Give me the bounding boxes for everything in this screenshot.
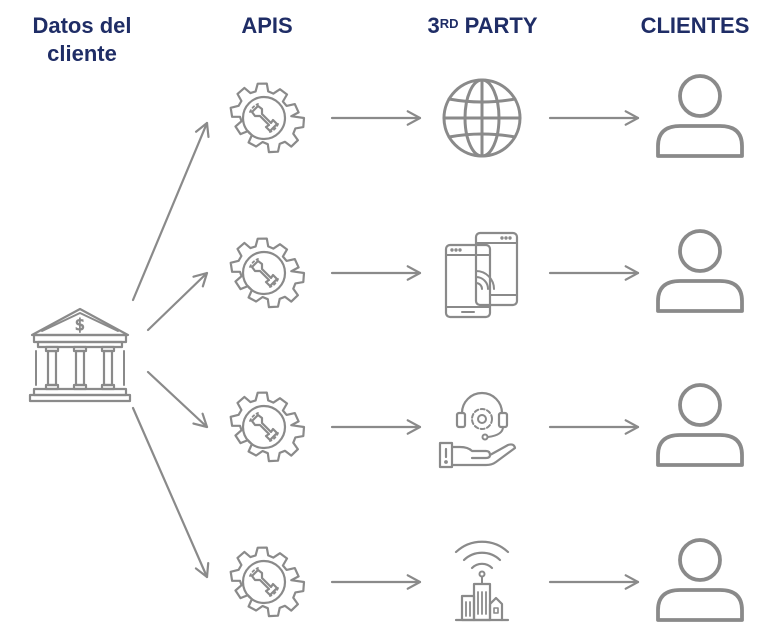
user-icon [656, 74, 744, 158]
user-icon [656, 229, 744, 313]
mobile-devices-icon [444, 231, 519, 319]
arrow-third-party-to-client-1 [548, 110, 640, 126]
header-apis: APIS [241, 13, 293, 38]
header-third-party: 3RD PARTY [395, 12, 570, 40]
arrow-third-party-to-client-3 [548, 419, 640, 435]
user-icon [656, 383, 744, 467]
header-source-line1: Datos del [32, 13, 132, 38]
arrow-api-to-third-party-1 [330, 110, 422, 126]
arrow-api-to-third-party-3 [330, 419, 422, 435]
connector-layer [131, 110, 640, 590]
globe-icon [442, 78, 522, 158]
arrow-source-to-api-4 [131, 406, 210, 579]
gear-wrench-icon [229, 82, 306, 154]
arrow-source-to-api-2 [146, 271, 209, 332]
arrow-api-to-third-party-4 [330, 574, 422, 590]
support-hand-icon [438, 391, 517, 469]
gear-wrench-icon [229, 546, 306, 618]
gear-wrench-icon [229, 391, 306, 463]
header-third-party-number: 3 [427, 13, 440, 38]
arrow-source-to-api-1 [131, 121, 210, 302]
user-icon [656, 538, 744, 622]
header-source: Datos del cliente [8, 12, 156, 68]
header-clients: CLIENTES [640, 13, 750, 38]
arrow-third-party-to-client-4 [548, 574, 640, 590]
arrow-api-to-third-party-2 [330, 265, 422, 281]
arrow-source-to-api-3 [146, 370, 209, 429]
gear-wrench-icon [229, 237, 306, 309]
node-layer [28, 74, 744, 622]
header-source-line2: cliente [47, 41, 117, 66]
arrow-third-party-to-client-2 [548, 265, 640, 281]
smart-city-wifi-icon [454, 540, 510, 622]
header-third-party-superscript: RD [439, 16, 459, 31]
bank-icon [28, 307, 132, 403]
header-third-party-word: PARTY [464, 13, 538, 38]
